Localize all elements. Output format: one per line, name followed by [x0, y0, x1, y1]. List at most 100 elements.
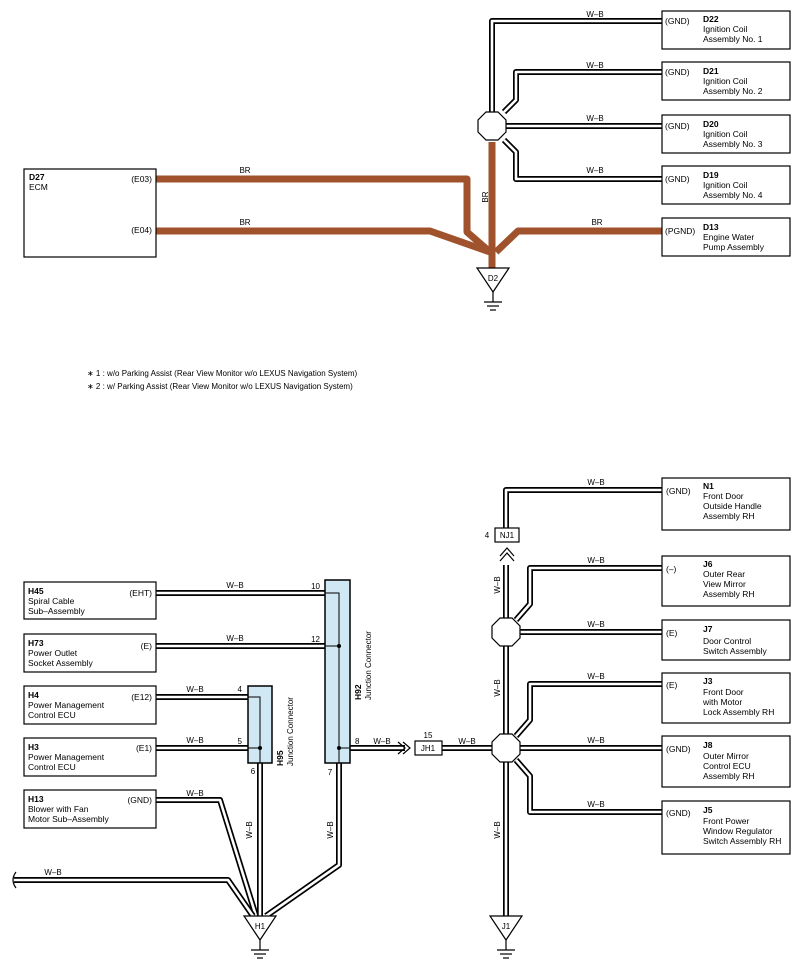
wire-label: W–B — [226, 581, 243, 590]
component-name: Power Management — [28, 752, 105, 762]
ecm-pin-e03: (E03) — [131, 174, 152, 184]
wire-label: W–B — [186, 736, 203, 745]
component-code: H45 — [28, 586, 44, 596]
wb-wire-d22 — [489, 18, 662, 112]
component-code: D22 — [703, 14, 719, 24]
h95-pin-4: 4 — [238, 685, 243, 694]
br-wire-e04 — [156, 227, 492, 256]
ecm-box: D27 ECM (E03) (E04) — [23, 168, 157, 258]
component-name: Ignition Coil — [703, 129, 748, 139]
wire-label: W–B — [493, 576, 502, 593]
note-1: ∗ 1 : w/o Parking Assist (Rear View Moni… — [87, 369, 358, 378]
pin-label: (GND) — [665, 67, 690, 77]
component-code: H73 — [28, 638, 44, 648]
component-name: Assembly No. 1 — [703, 34, 763, 44]
component-name: Outside Handle — [703, 501, 762, 511]
pin-label: (E) — [141, 641, 153, 651]
component-code: J7 — [703, 624, 713, 634]
component-name: Ignition Coil — [703, 180, 748, 190]
component-name: Outer Mirror — [703, 751, 749, 761]
component-name: Engine Water — [703, 232, 754, 242]
wb-wire-d19 — [501, 137, 662, 182]
wire-label: W–B — [226, 634, 243, 643]
wire-label: W–B — [587, 556, 604, 565]
wb-wire-d21 — [501, 69, 662, 115]
component-name: Front Door — [703, 491, 744, 501]
wire-label: W–B — [587, 620, 604, 629]
component-name: Outer Rear — [703, 569, 745, 579]
ground-h1-label: H1 — [255, 922, 266, 931]
pin-label: (E) — [666, 680, 678, 690]
wire-label: W–B — [493, 679, 502, 696]
h92-pin-8: 8 — [355, 737, 360, 746]
connector-nj1-pin: 4 — [485, 531, 490, 540]
pin-label: (GND) — [665, 121, 690, 131]
wb-wire-left-edge — [14, 877, 256, 918]
wire-label: BR — [481, 191, 490, 202]
h92-pin-7: 7 — [328, 768, 333, 777]
pin-label: (GND) — [666, 744, 691, 754]
component-h45: H45 Spiral Cable Sub–Assembly (EHT) — [23, 581, 157, 620]
connector-nj1: NJ1 4 — [485, 527, 520, 562]
splice-point-lower — [491, 733, 521, 763]
wire-label: W–B — [373, 737, 390, 746]
component-name: with Motor — [702, 697, 742, 707]
component-h73: H73 Power Outlet Socket Assembly (E) — [23, 633, 157, 673]
wb-wire-j6 — [513, 565, 662, 622]
wire-label: BR — [239, 218, 250, 227]
component-name: Ignition Coil — [703, 24, 748, 34]
component-code: D19 — [703, 170, 719, 180]
wire-label: W–B — [245, 821, 254, 838]
component-name: Motor Sub–Assembly — [28, 814, 110, 824]
h92-pin-12: 12 — [311, 635, 320, 644]
component-j3: (E) J3 Front Door with Motor Lock Assemb… — [661, 672, 791, 724]
pin-label: (GND) — [665, 16, 690, 26]
wire-label: W–B — [326, 821, 335, 838]
component-name: Spiral Cable — [28, 596, 75, 606]
component-name: Switch Assembly — [703, 646, 768, 656]
component-h3: H3 Power Management Control ECU (E1) — [23, 737, 157, 777]
br-wire-d13 — [493, 227, 662, 255]
component-name: Assembly RH — [703, 589, 754, 599]
ecm-code: D27 — [29, 172, 45, 182]
component-name: Assembly RH — [703, 771, 754, 781]
wire-label: W–B — [586, 114, 603, 123]
component-name: Door Control — [703, 636, 751, 646]
component-j5: (GND) J5 Front Power Window Regulator Sw… — [661, 800, 791, 855]
connector-nj1-code: NJ1 — [500, 531, 515, 540]
component-d13: (PGND) D13 Engine Water Pump Assembly — [661, 217, 791, 257]
component-name: View Mirror — [703, 579, 746, 589]
component-j6: (–) J6 Outer Rear View Mirror Assembly R… — [661, 555, 791, 607]
component-j8: (GND) J8 Outer Mirror Control ECU Assemb… — [661, 735, 791, 788]
component-h13: H13 Blower with Fan Motor Sub–Assembly (… — [23, 789, 157, 829]
component-d22: (GND) D22 Ignition Coil Assembly No. 1 — [661, 10, 791, 50]
wire-label: W–B — [44, 868, 61, 877]
connector-jh1: JH1 15 — [397, 731, 443, 756]
component-name: Ignition Coil — [703, 76, 748, 86]
component-code: D20 — [703, 119, 719, 129]
component-name: Socket Assembly — [28, 658, 93, 668]
ground-h1: H1 — [242, 915, 278, 959]
component-code: H4 — [28, 690, 39, 700]
component-d19: (GND) D19 Ignition Coil Assembly No. 4 — [661, 165, 791, 205]
component-code: J3 — [703, 676, 713, 686]
wb-wire-n1 — [503, 487, 662, 534]
pin-label: (–) — [666, 564, 677, 574]
component-name: Front Door — [703, 687, 744, 697]
wire-label: W–B — [587, 736, 604, 745]
component-code: N1 — [703, 481, 714, 491]
wb-wire-j5 — [513, 758, 662, 815]
component-code: H13 — [28, 794, 44, 804]
note-2: ∗ 2 : w/ Parking Assist (Rear View Monit… — [87, 382, 353, 391]
component-name: Assembly No. 2 — [703, 86, 763, 96]
wire-label: W–B — [186, 685, 203, 694]
connector-jh1-pin: 15 — [424, 731, 433, 740]
wire-label: W–B — [493, 821, 502, 838]
component-name: Blower with Fan — [28, 804, 89, 814]
ground-d2: D2 — [475, 267, 511, 311]
component-code: J8 — [703, 740, 713, 750]
pin-label: (GND) — [666, 486, 691, 496]
component-name: Front Power — [703, 816, 749, 826]
ground-j1-label: J1 — [502, 922, 511, 931]
component-name: Power Outlet — [28, 648, 78, 658]
